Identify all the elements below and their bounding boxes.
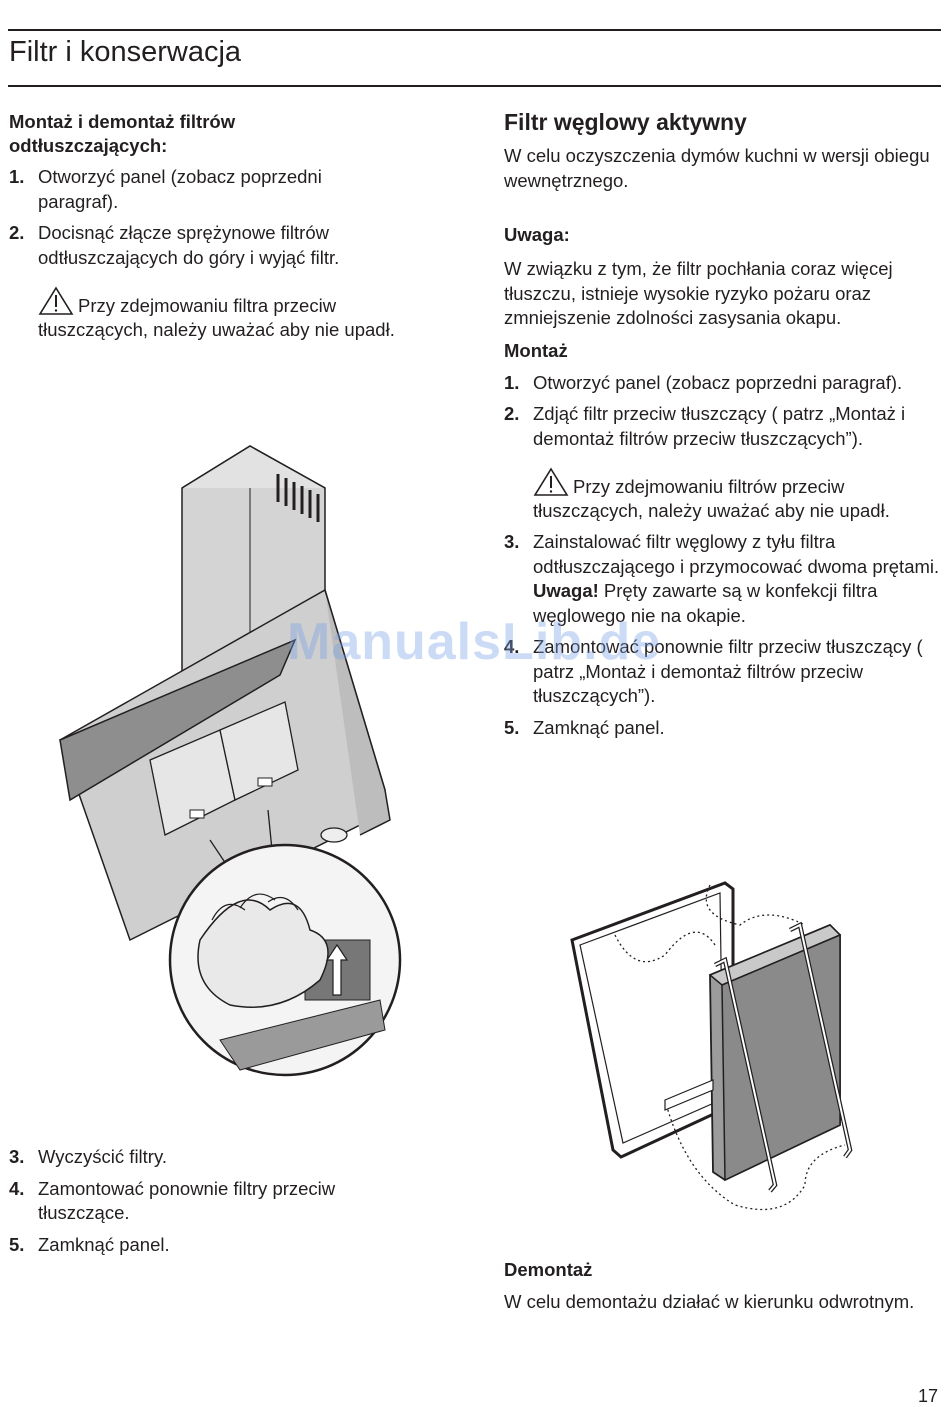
left-steps-bottom: 3. Wyczyścić filtry. 4. Zamontować ponow… xyxy=(9,1145,404,1257)
right-column: Filtr węglowy aktywny W celu oczyszczeni… xyxy=(504,107,940,740)
carbon-filter-illustration xyxy=(570,881,853,1211)
list-item: 2. Docisnąć złącze sprężynowe filtrów od… xyxy=(9,221,404,270)
page-number: 17 xyxy=(918,1386,939,1406)
list-item: 5. Zamknąć panel. xyxy=(504,716,940,741)
step-text: Otworzyć panel (zobacz poprzedni paragra… xyxy=(533,371,903,393)
right-intro: W celu oczyszczenia dymów kuchni w wersj… xyxy=(504,145,930,191)
top-rule xyxy=(8,29,941,31)
step-number: 2. xyxy=(504,403,520,424)
right-steps-a: 1. Otworzyć panel (zobacz poprzedni para… xyxy=(504,371,940,452)
step-text: Zainstalować filtr węglowy z tyłu filtra… xyxy=(533,531,939,626)
step3-text-after: Pręty zawarte są w konfekcji filtra węgl… xyxy=(533,580,878,626)
montaz-heading: Montaż xyxy=(504,339,568,361)
step-number: 2. xyxy=(9,222,25,243)
left-column: Montaż i demontaż filtrów odtłuszczający… xyxy=(9,110,404,342)
step-number: 4. xyxy=(9,1177,25,1199)
title-underline-rule xyxy=(8,85,941,87)
step-number: 3. xyxy=(504,531,520,552)
step-number: 3. xyxy=(9,1146,25,1167)
list-item: 4. Zamontować ponownie filtry przeciw tł… xyxy=(9,1177,404,1226)
left-warning: Przy zdejmowaniu filtra przeciw tłuszczą… xyxy=(9,286,404,342)
list-item: 4. Zamontować ponownie filtr przeciw tłu… xyxy=(504,635,940,709)
left-warning-text: Przy zdejmowaniu filtra przeciw tłuszczą… xyxy=(38,295,395,340)
step-text: Zamontować ponownie filtry przeciw tłusz… xyxy=(38,1177,336,1224)
list-item: 5. Zamknąć panel. xyxy=(9,1233,404,1258)
step3-text-bold: Uwaga! xyxy=(533,580,599,601)
step-text: Zamknąć panel. xyxy=(533,716,665,738)
step-number: 1. xyxy=(9,166,25,187)
warning-triangle-icon xyxy=(38,286,74,315)
step-text: Otworzyć panel (zobacz poprzedni paragra… xyxy=(38,166,322,212)
demontaz-heading: Demontaż xyxy=(504,1259,593,1280)
page-title: Filtr i konserwacja xyxy=(9,36,242,68)
list-item: 3. Zainstalować filtr węglowy z tyłu fil… xyxy=(504,530,940,628)
left-heading: Montaż i demontaż filtrów odtłuszczający… xyxy=(9,110,404,158)
note-heading: Uwaga: xyxy=(504,224,570,245)
left-heading-line1: Montaż i demontaż filtrów xyxy=(9,111,236,132)
note-text: W związku z tym, że filtr pochłania cora… xyxy=(504,258,893,328)
right-warning: Przy zdejmowaniu filtrów przeciw tłuszcz… xyxy=(504,467,933,523)
step-number: 1. xyxy=(504,371,520,393)
step-number: 5. xyxy=(9,1233,25,1255)
watermark: ManualsLib.de xyxy=(287,613,662,671)
right-warning-text: Przy zdejmowaniu filtrów przeciw tłuszcz… xyxy=(533,476,890,521)
list-item: 1. Otworzyć panel (zobacz poprzedni para… xyxy=(9,165,404,214)
list-item: 2. Zdjąć filtr przeciw tłuszczący ( patr… xyxy=(504,402,940,451)
step3-text-before: Zainstalować filtr węglowy z tyłu filtra… xyxy=(533,531,940,577)
right-steps-b: 3. Zainstalować filtr węglowy z tyłu fil… xyxy=(504,530,940,740)
list-item: 1. Otworzyć panel (zobacz poprzedni para… xyxy=(504,371,940,396)
step-number: 5. xyxy=(504,716,520,738)
step-text: Zamontować ponownie filtr przeciw tłuszc… xyxy=(533,636,923,706)
step-text: Zdjąć filtr przeciw tłuszczący ( patrz „… xyxy=(533,403,906,449)
right-heading: Filtr węglowy aktywny xyxy=(504,109,747,135)
demontaz-section: Demontaż W celu demontażu działać w kier… xyxy=(504,1258,940,1315)
left-heading-line2: odtłuszczających: xyxy=(9,135,168,156)
warning-triangle-icon xyxy=(533,467,569,496)
hood-filter-removal-illustration xyxy=(59,445,402,1077)
demontaz-text: W celu demontażu działać w kierunku odwr… xyxy=(504,1291,915,1312)
step-text: Wyczyścić filtry. xyxy=(38,1146,167,1167)
left-steps-top: 1. Otworzyć panel (zobacz poprzedni para… xyxy=(9,165,404,270)
step-text: Docisnąć złącze sprężynowe filtrów odtłu… xyxy=(38,222,340,268)
step-text: Zamknąć panel. xyxy=(38,1233,170,1255)
list-item: 3. Wyczyścić filtry. xyxy=(9,1145,404,1170)
step-number: 4. xyxy=(504,636,520,657)
